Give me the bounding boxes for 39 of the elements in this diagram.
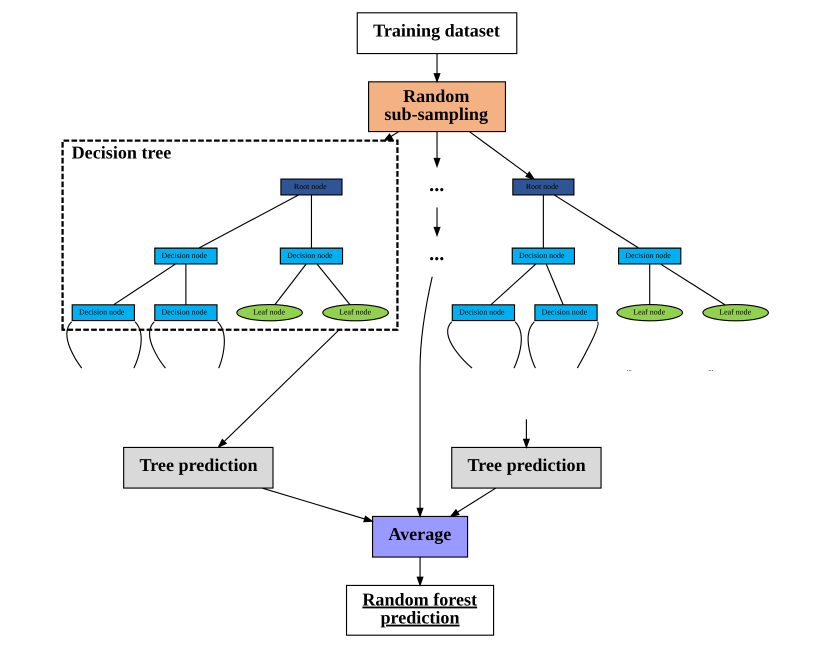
connector <box>447 321 472 369</box>
node-text: ... <box>429 174 444 196</box>
connector <box>546 264 564 305</box>
arrow <box>217 329 340 448</box>
node-box: Average <box>372 516 468 558</box>
connector <box>542 195 544 248</box>
arrow <box>449 488 496 518</box>
arrow <box>433 207 441 238</box>
arrow <box>522 419 530 449</box>
arrow <box>433 54 441 84</box>
arrow <box>416 276 433 518</box>
connector <box>198 194 299 248</box>
connector <box>114 264 176 306</box>
node-box: Tree prediction <box>123 446 274 489</box>
connector <box>133 321 142 368</box>
connector <box>310 195 312 248</box>
connector <box>185 264 186 305</box>
connector <box>649 264 650 305</box>
connector <box>490 264 536 306</box>
arrow <box>262 488 374 522</box>
node-box: Random forest prediction <box>346 584 494 636</box>
connector <box>149 321 166 368</box>
connector <box>528 321 536 368</box>
node-text: ... <box>429 242 444 265</box>
connector <box>217 321 225 368</box>
node-box: Random sub-sampling <box>368 81 506 132</box>
arrow <box>469 131 536 180</box>
connector <box>316 264 350 305</box>
connector <box>660 264 726 306</box>
connector <box>513 321 522 368</box>
arrow <box>382 131 399 142</box>
arrow <box>433 132 441 168</box>
connector <box>274 264 306 305</box>
connector <box>66 321 82 368</box>
node-box: Training dataset <box>356 12 518 54</box>
connector <box>576 322 599 368</box>
connector <box>554 194 639 248</box>
node-box: Tree prediction <box>451 446 602 489</box>
arrow <box>416 557 424 587</box>
